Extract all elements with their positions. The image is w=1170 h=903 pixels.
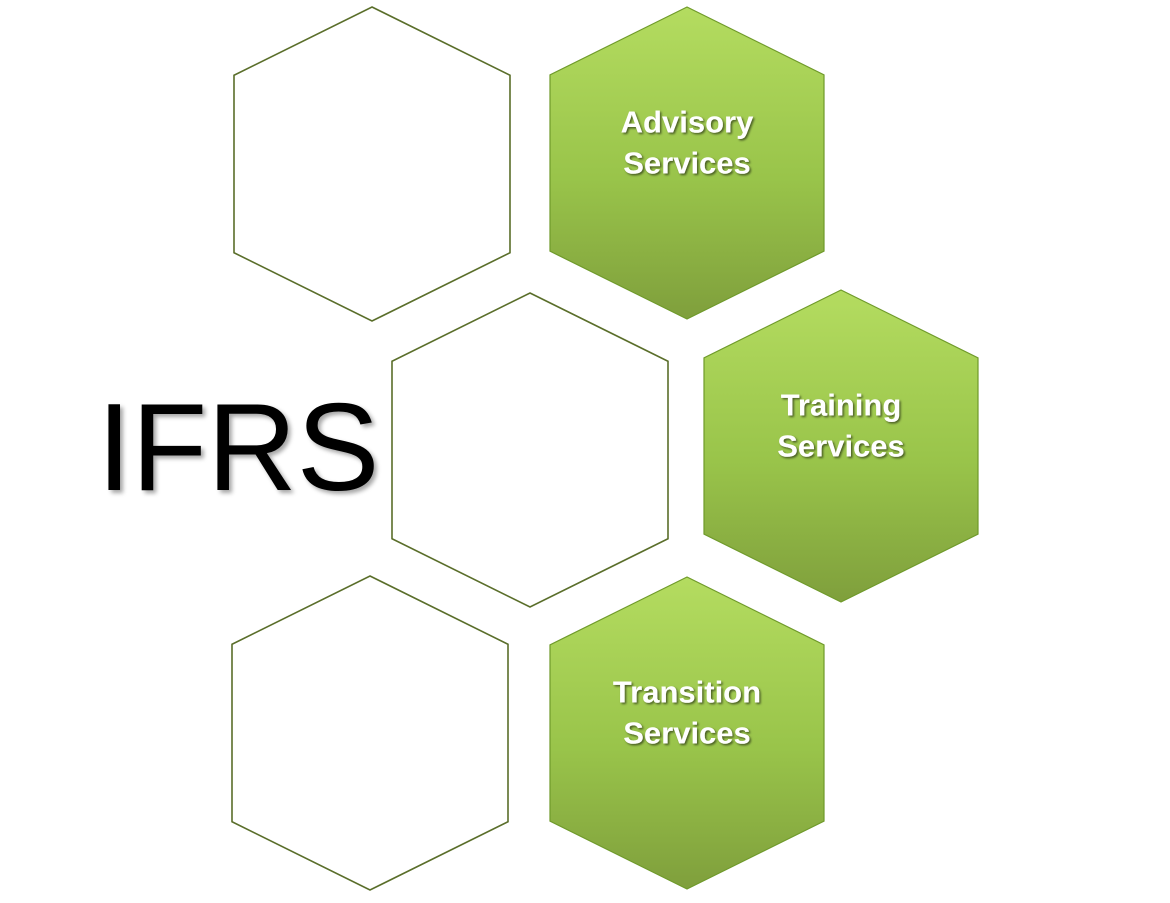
hexagon-shape-filled: [549, 6, 825, 320]
hex-label-line: Services: [623, 716, 751, 751]
empty-hex-top: [233, 6, 511, 322]
hexagon-grid: AdvisoryServicesTrainingServicesTransiti…: [231, 6, 979, 891]
hex-label-line: Advisory: [621, 105, 754, 140]
hexagon-shape-filled: [703, 289, 979, 603]
ifrs-title: IFRS: [97, 379, 379, 517]
hexagon-shape-filled: [549, 576, 825, 890]
hex-label-line: Services: [623, 146, 751, 181]
empty-hex-bottom: [231, 575, 509, 891]
hexagon-shape-outline: [391, 292, 669, 608]
hexagon-shape-outline: [233, 6, 511, 322]
hex-label-line: Services: [777, 429, 905, 464]
hex-label-line: Transition: [613, 675, 761, 710]
hex-label-line: Training: [781, 388, 902, 423]
empty-hex-middle: [391, 292, 669, 608]
hexagon-shape-outline: [231, 575, 509, 891]
